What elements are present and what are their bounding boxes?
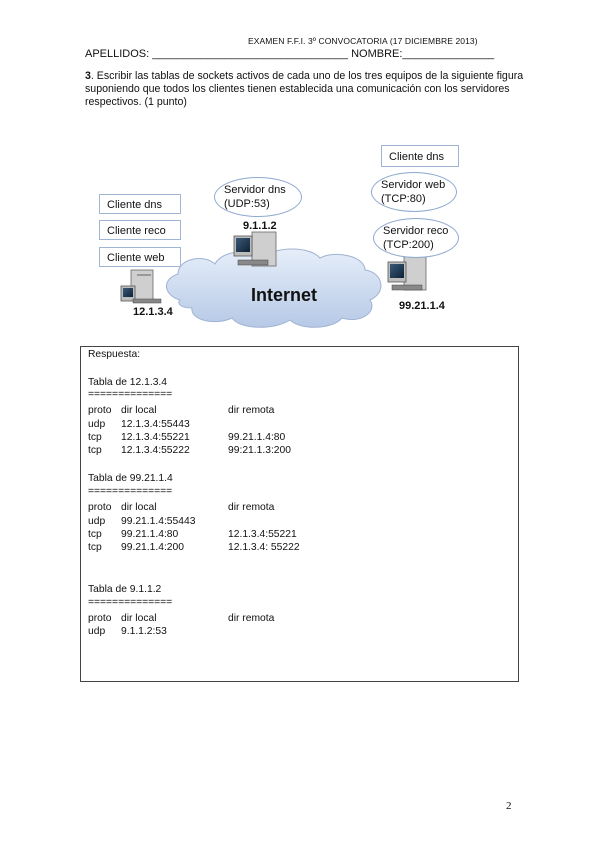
cell: tcp bbox=[88, 529, 102, 540]
bubble-servidor-dns: Servidor dns (UDP:53) bbox=[214, 177, 302, 217]
cell: 12.1.3.4:55221 bbox=[121, 432, 190, 443]
col-dir-remota: dir remota bbox=[228, 613, 275, 624]
cell: udp bbox=[88, 626, 106, 637]
label-cliente-web-left: Cliente web bbox=[99, 247, 181, 267]
cell: udp bbox=[88, 516, 106, 527]
page-number: 2 bbox=[506, 800, 512, 812]
col-proto: proto bbox=[88, 502, 112, 513]
table-title: Tabla de 99.21.1.4 bbox=[88, 473, 173, 484]
cloud-label: Internet bbox=[251, 285, 318, 305]
col-proto: proto bbox=[88, 613, 112, 624]
col-dir-remota: dir remota bbox=[228, 502, 275, 513]
col-dir-local: dir local bbox=[121, 405, 157, 416]
answer-box: Respuesta: Tabla de 12.1.3.4 ===========… bbox=[80, 346, 519, 682]
bubble-servidor-reco-line1: Servidor reco bbox=[383, 225, 449, 237]
label-cliente-dns-right: Cliente dns bbox=[381, 145, 459, 167]
computer-icon-middle bbox=[233, 231, 277, 267]
bubble-servidor-web-line2: (TCP:80) bbox=[381, 193, 426, 205]
label-cliente-reco-left: Cliente reco bbox=[99, 220, 181, 240]
table-rule: ============== bbox=[88, 389, 173, 400]
question-body: . Escribir las tablas de sockets activos… bbox=[85, 70, 524, 108]
exam-header: EXAMEN F.F.I. 3º CONVOCATORIA (17 DICIEM… bbox=[248, 36, 478, 46]
col-proto: proto bbox=[88, 405, 112, 416]
cell: 12.1.3.4:55222 bbox=[121, 445, 190, 456]
question-text: 3. Escribir las tablas de sockets activo… bbox=[85, 70, 525, 109]
cell: 99.21.1.4:80 bbox=[228, 432, 286, 443]
table-title: Tabla de 12.1.3.4 bbox=[88, 377, 168, 388]
col-dir-local: dir local bbox=[121, 613, 157, 624]
table-rule: ============== bbox=[88, 597, 173, 608]
cell: 12.1.3.4: 55222 bbox=[228, 542, 300, 553]
cell: 12.1.3.4:55443 bbox=[121, 419, 190, 430]
ip-left-host: 12.1.3.4 bbox=[133, 306, 173, 318]
cell: 12.1.3.4:55221 bbox=[228, 529, 297, 540]
cell: 99.21.1.4:55443 bbox=[121, 516, 196, 527]
name-fields-line: APELLIDOS: _____________________________… bbox=[85, 48, 495, 60]
computer-icon-right bbox=[387, 255, 427, 291]
bubble-servidor-web: Servidor web (TCP:80) bbox=[371, 172, 457, 212]
answer-heading: Respuesta: bbox=[88, 349, 141, 360]
table-title: Tabla de 9.1.1.2 bbox=[88, 584, 162, 595]
cell: udp bbox=[88, 419, 106, 430]
bubble-servidor-reco: Servidor reco (TCP:200) bbox=[373, 218, 459, 258]
label-cliente-dns-left: Cliente dns bbox=[99, 194, 181, 214]
bubble-servidor-dns-line1: Servidor dns bbox=[224, 184, 286, 196]
cell: 99:21.1.3:200 bbox=[228, 445, 291, 456]
question-number: 3 bbox=[85, 70, 91, 82]
bubble-servidor-dns-line2: (UDP:53) bbox=[224, 198, 270, 210]
cell: tcp bbox=[88, 432, 102, 443]
bubble-servidor-reco-line2: (TCP:200) bbox=[383, 239, 434, 251]
cell: 9.1.1.2:53 bbox=[121, 626, 167, 637]
cell: tcp bbox=[88, 445, 102, 456]
ip-middle-host: 9.1.1.2 bbox=[243, 220, 277, 232]
table-rule: ============== bbox=[88, 486, 173, 497]
col-dir-remota: dir remota bbox=[228, 405, 275, 416]
cell: tcp bbox=[88, 542, 102, 553]
ip-right-host: 99.21.1.4 bbox=[399, 300, 445, 312]
col-dir-local: dir local bbox=[121, 502, 157, 513]
bubble-servidor-web-line1: Servidor web bbox=[381, 179, 446, 191]
cell: 99.21.1.4:80 bbox=[121, 529, 179, 540]
computer-icon-left bbox=[120, 269, 162, 304]
cell: 99.21.1.4:200 bbox=[121, 542, 184, 553]
